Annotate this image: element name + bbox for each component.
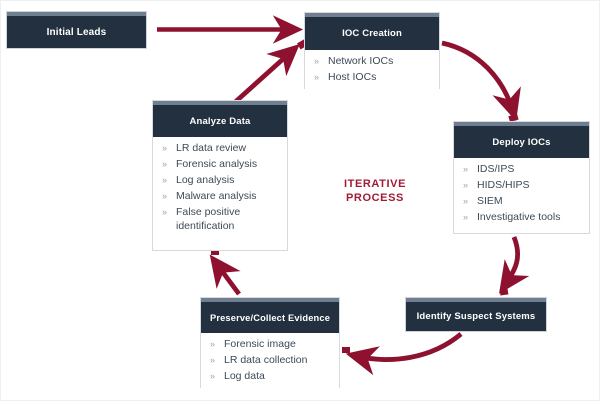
list-item-label: HIDS/HIPS [477,179,530,191]
bullet-icon: » [162,207,168,217]
node-deploy-iocs-list: » IDS/IPS » HIDS/HIPS » SIEM » Investiga… [462,163,583,225]
list-item: » IDS/IPS [462,163,583,177]
bullet-icon: » [162,159,168,169]
list-item: » Log data [209,370,333,384]
node-preserve-collect-evidence-title: Preserve/Collect Evidence [201,298,339,333]
arrow-analyze-data-to-ioc-creation [231,38,309,106]
list-item-label: LR data collection [224,354,308,366]
node-preserve-collect-evidence-body: » Forensic image » LR data collection » … [201,333,339,392]
bullet-icon: » [210,371,216,381]
list-item-label: Log analysis [176,174,235,186]
bullet-icon: » [314,56,320,66]
node-ioc-creation-title: IOC Creation [305,13,439,50]
list-item: » Investigative tools [462,211,583,225]
node-analyze-data-list: » LR data review » Forensic analysis » L… [161,142,281,233]
list-item-label: Forensic image [224,338,296,350]
node-initial-leads[interactable]: Initial Leads [6,11,147,49]
list-item-label: Malware analysis [176,190,257,202]
node-identify-suspect-systems-title: Identify Suspect Systems [406,298,546,331]
list-item-label: Investigative tools [477,211,561,223]
bullet-icon: » [162,191,168,201]
bullet-icon: » [162,143,168,153]
node-preserve-collect-evidence[interactable]: Preserve/Collect Evidence » Forensic ima… [200,297,340,392]
bullet-icon: » [463,196,469,206]
arrow-preserve-collect-evidence-to-analyze-data [209,249,241,296]
node-deploy-iocs-title: Deploy IOCs [454,122,589,158]
list-item-label: Network IOCs [328,55,394,67]
list-item-label: Forensic analysis [176,158,258,170]
list-item-label: Log data [224,370,265,382]
list-item-label: LR data review [176,142,247,154]
bullet-icon: » [162,175,168,185]
list-item: » SIEM [462,195,583,209]
center-label-line-1: ITERATIVE [343,178,407,190]
list-item: » Log analysis [161,174,281,188]
node-deploy-iocs[interactable]: Deploy IOCs » IDS/IPS » HIDS/HIPS » SIEM… [453,121,590,234]
center-label-iterative-process: ITERATIVE PROCESS [331,177,419,205]
bullet-icon: » [463,164,469,174]
node-ioc-creation-body: » Network IOCs » Host IOCs [305,50,439,93]
arrow-identify-suspect-systems-to-preserve-collect-evidence [342,332,463,376]
node-identify-suspect-systems[interactable]: Identify Suspect Systems [405,297,547,332]
list-item: » HIDS/HIPS [462,179,583,193]
node-deploy-iocs-body: » IDS/IPS » HIDS/HIPS » SIEM » Investiga… [454,158,589,233]
list-item: » Network IOCs [313,55,433,69]
node-analyze-data-title: Analyze Data [153,101,287,137]
node-analyze-data-body: » LR data review » Forensic analysis » L… [153,137,287,242]
bullet-icon: » [314,72,320,82]
bullet-icon: » [463,212,469,222]
list-item-label: Host IOCs [328,71,377,83]
list-item-label: False positive identification [176,206,241,232]
arrow-deploy-iocs-to-identify-suspect-systems [499,236,530,296]
list-item: » Malware analysis [161,190,281,204]
list-item: » False positive identification [161,206,281,233]
node-analyze-data[interactable]: Analyze Data » LR data review » Forensic… [152,100,288,251]
list-item: » Host IOCs [313,71,433,85]
list-item: » Forensic analysis [161,158,281,172]
list-item-label: IDS/IPS [477,163,515,175]
node-ioc-creation[interactable]: IOC Creation » Network IOCs » Host IOCs [304,12,440,93]
list-item: » LR data review [161,142,281,156]
node-ioc-creation-list: » Network IOCs » Host IOCs [313,55,433,85]
node-initial-leads-title: Initial Leads [7,12,146,48]
center-label-line-2: PROCESS [346,192,404,204]
arrow-ioc-creation-to-deploy-iocs [441,40,521,122]
bullet-icon: » [463,180,469,190]
list-item: » LR data collection [209,354,333,368]
bullet-icon: » [210,355,216,365]
node-preserve-collect-evidence-list: » Forensic image » LR data collection » … [209,338,333,384]
bullet-icon: » [210,339,216,349]
list-item-label: SIEM [477,195,503,207]
list-item: » Forensic image [209,338,333,352]
